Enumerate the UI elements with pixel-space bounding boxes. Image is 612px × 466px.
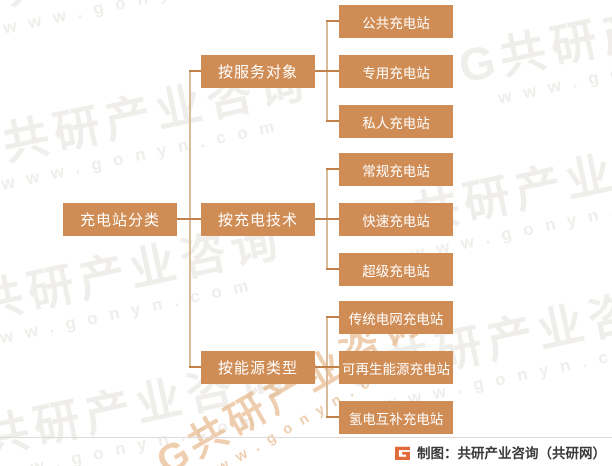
connector-line — [315, 218, 339, 220]
connector-line — [326, 120, 339, 122]
leaf-node-traditional-grid-station: 传统电网充电站 — [339, 301, 453, 334]
connector-line — [315, 70, 339, 72]
connector-line — [326, 416, 339, 418]
leaf-node-dedicated-station: 专用充电站 — [339, 55, 453, 88]
footer-divider — [0, 437, 612, 438]
branch-node-by-service-object: 按服务对象 — [201, 55, 315, 88]
branch-node-by-energy-type: 按能源类型 — [201, 351, 315, 384]
leaf-node-regular-station: 常规充电站 — [339, 153, 453, 186]
leaf-node-private-station: 私人充电站 — [339, 105, 453, 138]
footer-credit-text: 制图：共研产业咨询（共研网） — [417, 446, 606, 461]
watermark-url-text: www.gonyn.com — [0, 408, 268, 466]
watermark-brand-text: G共研产业咨询 — [454, 0, 612, 93]
root-node-charging-station-classification: 充电站分类 — [63, 203, 177, 236]
leaf-node-renewable-energy-station: 可再生能源充电站 — [339, 351, 453, 384]
watermark-url-text: www.gonyn.com — [0, 273, 262, 353]
watermark-brand-text: G共研产业咨询 — [0, 0, 316, 23]
connector-line — [177, 218, 201, 220]
leaf-node-super-station: 超级充电站 — [339, 253, 453, 286]
connector-line — [326, 168, 339, 170]
leaf-node-fast-station: 快速充电站 — [339, 203, 453, 236]
connector-line — [326, 316, 339, 318]
leaf-node-public-station: 公共充电站 — [339, 5, 453, 38]
connector-line — [326, 268, 339, 270]
leaf-node-hydrogen-electric-station: 氢电互补充电站 — [339, 401, 453, 434]
connector-line — [315, 366, 339, 368]
gonyan-g-logo-icon — [395, 446, 410, 460]
watermark-url-text: www.gonyn.com — [0, 114, 288, 194]
connector-line — [189, 70, 201, 72]
footer-credit-row: 制图：共研产业咨询（共研网） — [395, 442, 606, 462]
watermark-url-text: www.gonyn.com — [0, 0, 321, 45]
connector-line — [189, 366, 201, 368]
branch-node-by-charging-tech: 按充电技术 — [201, 203, 315, 236]
connector-line — [326, 20, 339, 22]
watermark-url-text: www.gonyn.com — [496, 28, 612, 108]
